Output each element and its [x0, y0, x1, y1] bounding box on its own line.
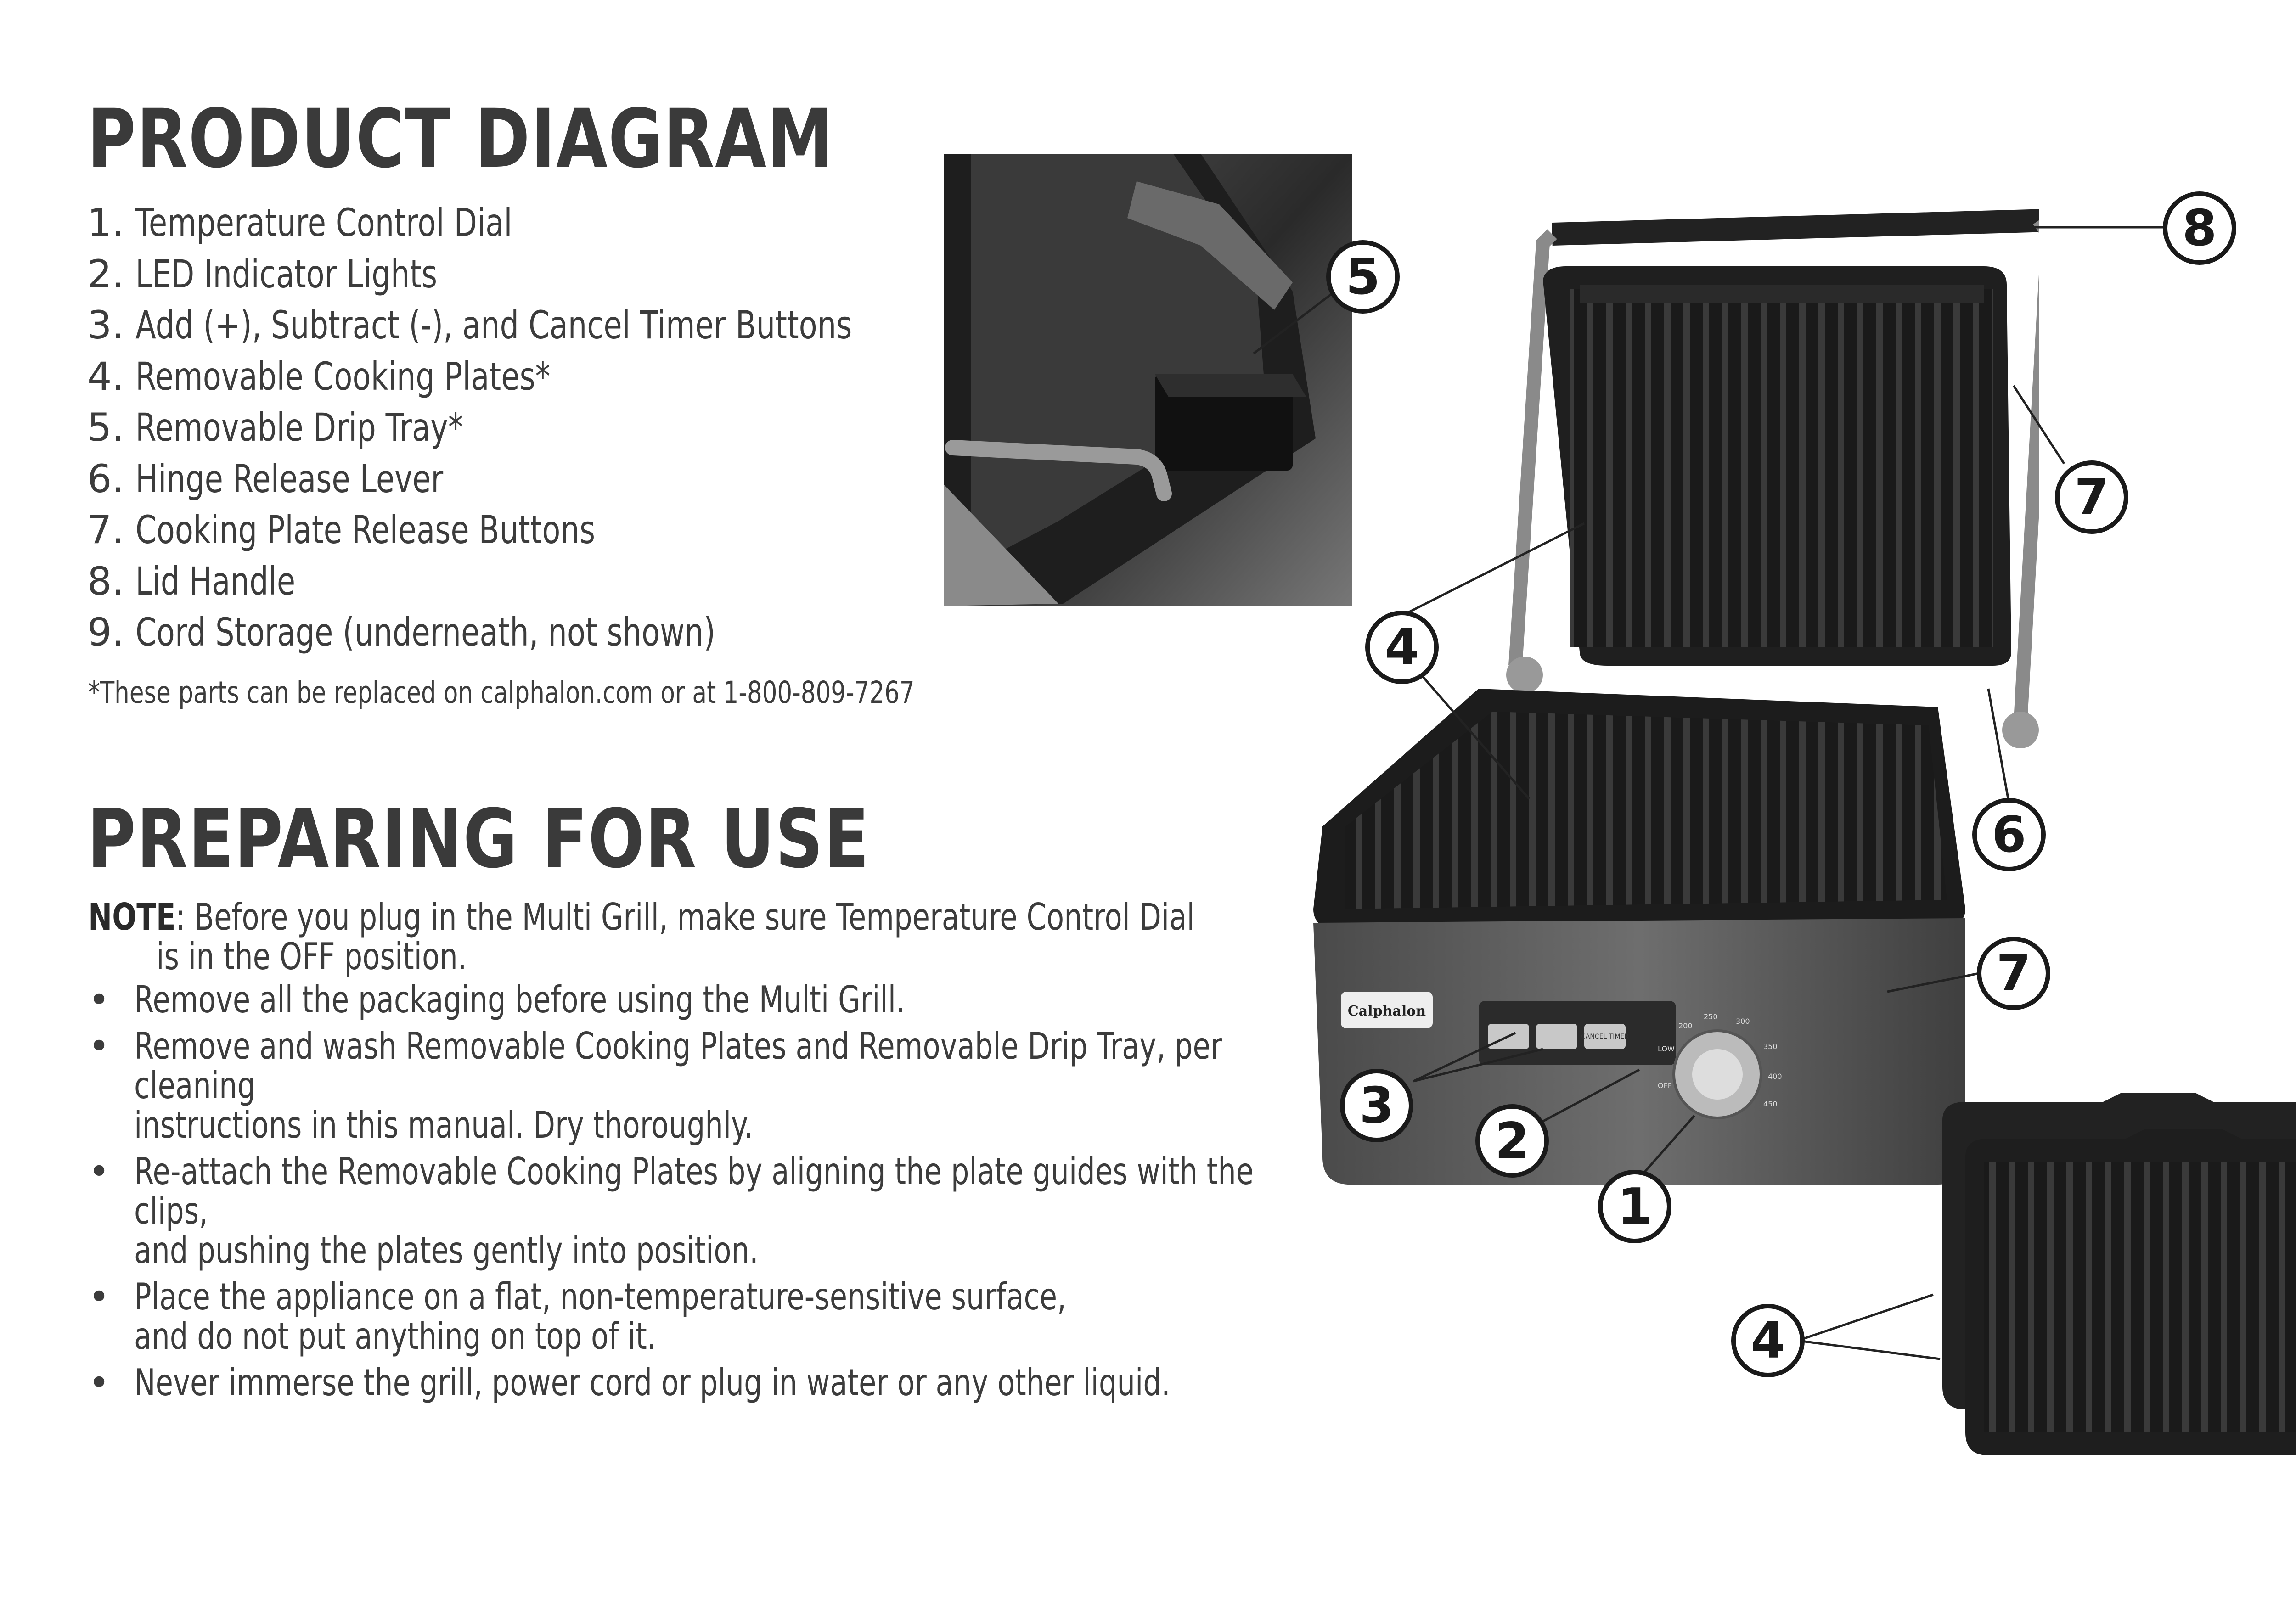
callout-4-top — [1365, 611, 1439, 684]
svg-text:200: 200 — [1678, 1022, 1693, 1030]
callout-3 — [1340, 1069, 1413, 1142]
note-line-2: is in the OFF position. — [156, 935, 467, 978]
svg-text:OFF: OFF — [1658, 1081, 1672, 1090]
note-line-1: : Before you plug in the Multi Grill, ma… — [175, 896, 1195, 938]
callout-5 — [1326, 240, 1400, 314]
callout-4a-label: 4 — [1384, 619, 1419, 676]
callout-7-side — [1977, 937, 2050, 1010]
callout-8-label: 8 — [2182, 200, 2217, 257]
drip-tray-closeup-image — [944, 154, 1352, 606]
callout-1 — [1598, 1170, 1671, 1243]
callout-6 — [1972, 798, 2046, 871]
add-button — [1536, 1024, 1577, 1049]
callout-6-label: 6 — [1992, 806, 2026, 864]
preparing-bullets: •Remove all the packaging before using t… — [88, 980, 1649, 1403]
bullet-item: •Remove and wash Removable Cooking Plate… — [88, 1025, 1222, 1146]
callout-7-top — [2055, 460, 2128, 534]
callout-1-label: 1 — [1617, 1178, 1652, 1235]
svg-text:400: 400 — [1768, 1072, 1782, 1081]
bullet-item: •Remove all the packaging before using t… — [88, 978, 905, 1021]
callout-2 — [1475, 1104, 1549, 1178]
callout-8 — [2163, 191, 2236, 265]
bullet-item: •Place the appliance on a flat, non-temp… — [88, 1275, 1066, 1358]
callout-3-label: 3 — [1359, 1077, 1394, 1134]
callout-4-bottom — [1731, 1304, 1805, 1377]
drip-tray-shape — [1155, 374, 1293, 471]
removable-plates-image — [1942, 1093, 2296, 1455]
svg-text:350: 350 — [1763, 1042, 1778, 1051]
brand-badge — [1341, 992, 1433, 1028]
svg-text:300: 300 — [1736, 1017, 1750, 1026]
svg-text:LOW: LOW — [1658, 1044, 1675, 1053]
cancel-timer-button — [1584, 1024, 1626, 1049]
cancel-timer-label: CANCEL TIMER — [1581, 1033, 1629, 1040]
svg-text:250: 250 — [1704, 1012, 1718, 1021]
preparing-title: PREPARING FOR USE — [87, 792, 870, 886]
note-label: NOTE — [88, 896, 176, 938]
callout-7b-label: 7 — [1996, 945, 2031, 1002]
svg-text:450: 450 — [1763, 1100, 1778, 1108]
replacement-footnote: *These parts can be replaced on calphalo… — [88, 675, 915, 710]
bullet-item: •Never immerse the grill, power cord or … — [88, 1361, 1171, 1404]
bullet-item: •Re-attach the Removable Cooking Plates … — [88, 1150, 1254, 1272]
callout-7a-label: 7 — [2074, 469, 2109, 526]
brand-name: Calphalon — [1348, 1003, 1426, 1019]
callout-2-label: 2 — [1495, 1112, 1529, 1170]
note-block: NOTE: Before you plug in the Multi Grill… — [88, 898, 1195, 977]
callout-4b-label: 4 — [1750, 1312, 1785, 1370]
product-diagram-title: PRODUCT DIAGRAM — [87, 92, 834, 186]
callout-5-label: 5 — [1345, 248, 1380, 306]
